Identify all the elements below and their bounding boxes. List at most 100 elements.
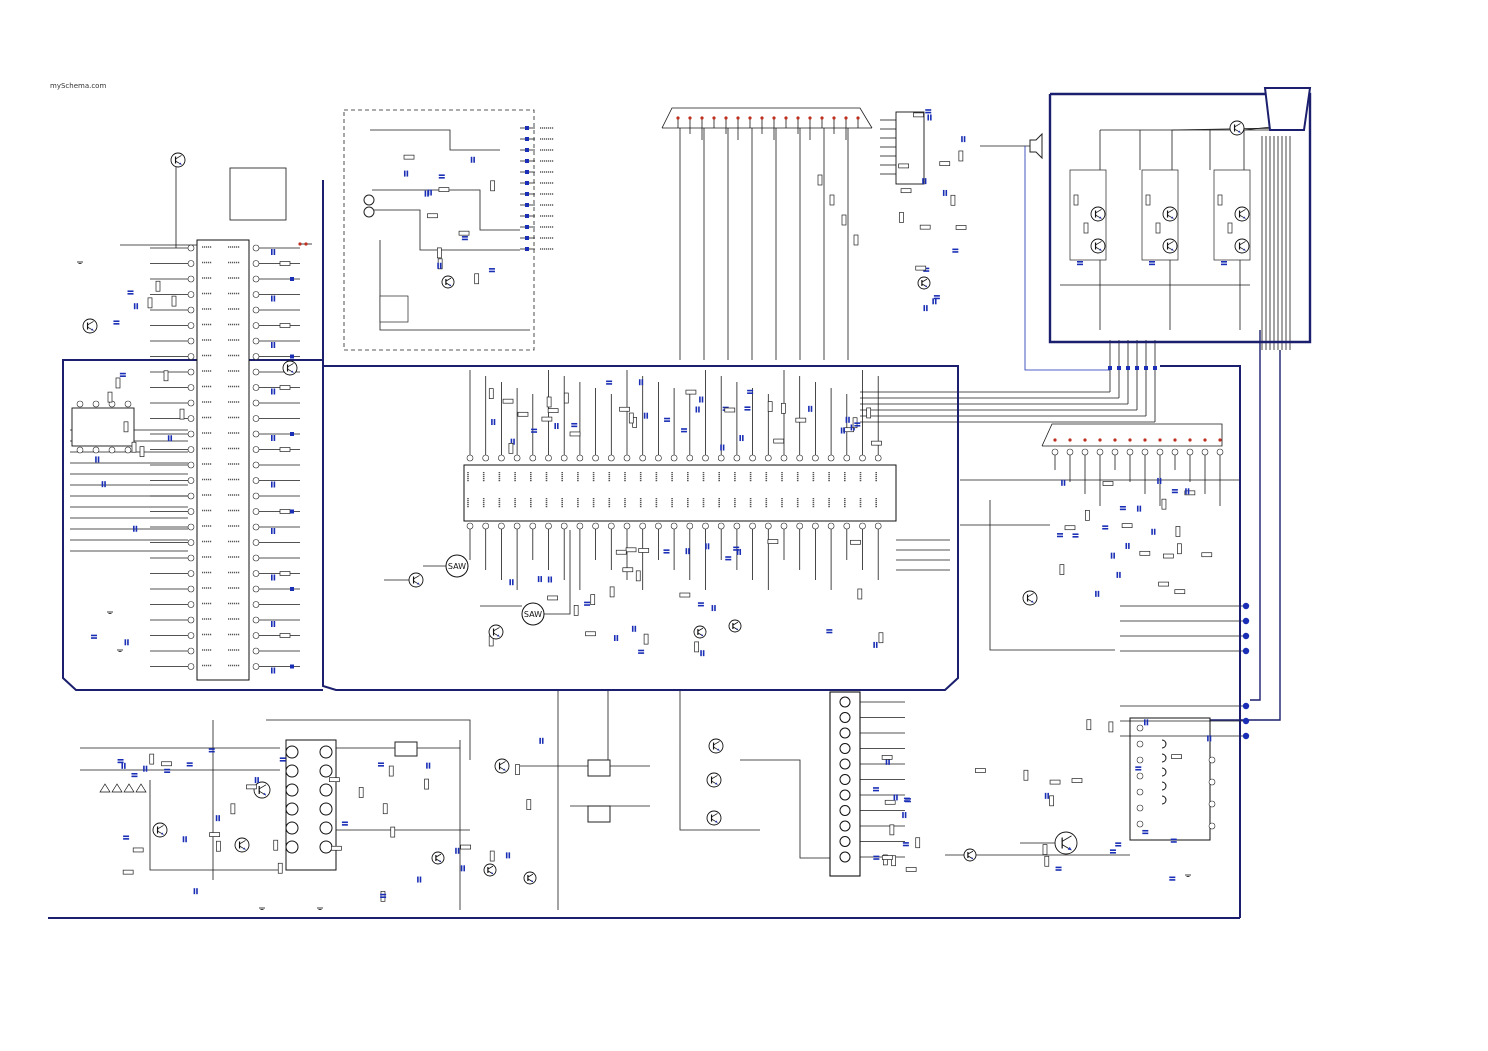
- capacitor-plate: [182, 836, 185, 843]
- capacitor-plate: [123, 838, 130, 840]
- capacitor-icon: [720, 444, 725, 451]
- resistor-body: [853, 234, 859, 246]
- ic-pin: [482, 522, 490, 530]
- ic-pin: [529, 522, 537, 530]
- capacitor-plate: [923, 270, 930, 272]
- resistor-icon: [1155, 222, 1161, 234]
- transistor-icon: [706, 772, 722, 788]
- capacitor-plate: [341, 821, 348, 824]
- capacitor-plate: [1185, 488, 1187, 495]
- capacitor-plate: [663, 549, 670, 551]
- ic-pin: [187, 663, 195, 670]
- ic-pin: [187, 477, 195, 484]
- resistor-body: [179, 408, 185, 420]
- capacitor-plate: [438, 174, 445, 177]
- capacitor-plate: [1119, 571, 1121, 578]
- resistor-body: [817, 174, 823, 186]
- capacitor-plate: [932, 298, 934, 305]
- resistor-body: [975, 768, 986, 773]
- capacitor-icon: [1135, 766, 1142, 771]
- capacitor-plate: [744, 406, 751, 408]
- resistor-body: [1217, 194, 1223, 206]
- transistor-arrow: [161, 832, 164, 835]
- resistor-body: [279, 447, 291, 452]
- resistor-icon: [273, 839, 279, 851]
- capacitor-plate: [808, 405, 810, 412]
- transistor-icon: [1234, 206, 1250, 222]
- av-jack-icon: [1242, 702, 1250, 710]
- node-marker: [290, 354, 294, 359]
- resistor-body: [919, 224, 931, 230]
- capacitor-plate: [638, 379, 641, 386]
- capacitor-icon: [952, 248, 959, 253]
- capacitor-plate: [540, 576, 543, 583]
- pin-marker: [760, 116, 764, 120]
- resistor-icon: [841, 214, 847, 226]
- transistor-icon: [917, 276, 931, 290]
- ic-pin: [187, 554, 195, 562]
- capacitor-plate: [185, 836, 187, 843]
- capacitor-icon: [1115, 842, 1122, 847]
- resistor-icon: [871, 440, 882, 446]
- capacitor-plate: [547, 576, 550, 583]
- resistor-body: [1044, 855, 1050, 867]
- capacitor-plate: [417, 876, 419, 883]
- capacitor-plate: [428, 762, 431, 769]
- capacitor-icon: [437, 262, 442, 269]
- resistor-body: [955, 225, 967, 230]
- capacitor-plate: [643, 412, 646, 419]
- capacitor-plate: [873, 858, 880, 860]
- resistor-icon: [795, 417, 807, 423]
- capacitor-plate: [461, 238, 468, 241]
- resistor-icon: [1121, 523, 1133, 528]
- capacitor-icon: [1221, 261, 1227, 266]
- ic-pin: [623, 454, 631, 462]
- connector-pin: [839, 743, 851, 754]
- capacitor-plate: [952, 251, 959, 253]
- resistor-icon: [773, 438, 785, 444]
- capacitor-plate: [571, 425, 578, 428]
- capacitor-plate: [91, 637, 98, 639]
- capacitor-plate: [127, 290, 134, 293]
- transistor-icon: [1090, 238, 1106, 254]
- saw-filter-icon: SAW: [445, 554, 469, 578]
- capacitor-plate: [95, 456, 97, 463]
- resistor-body: [230, 803, 236, 815]
- transformer-coil: [1161, 795, 1167, 805]
- capacitor-plate: [1139, 505, 1142, 512]
- capacitor-plate: [1159, 477, 1162, 484]
- capacitor-plate: [945, 189, 948, 196]
- capacitor-icon: [923, 305, 928, 312]
- resistor-body: [107, 391, 113, 403]
- connector-pin: [839, 712, 851, 723]
- transformer-icon: [1129, 717, 1211, 841]
- transformer-coil: [1161, 753, 1167, 763]
- saw-body: [445, 554, 469, 578]
- resistor-icon: [171, 295, 177, 307]
- capacitor-plate: [271, 342, 273, 348]
- ic-pin: [592, 454, 599, 462]
- node-marker: [525, 159, 529, 163]
- resistor-icon: [609, 586, 615, 598]
- resistor-icon: [1073, 194, 1079, 206]
- capacitor-plate: [701, 396, 704, 403]
- capacitor-icon: [685, 548, 690, 555]
- capacitor-plate: [271, 388, 273, 395]
- pin-marker: [1143, 438, 1147, 442]
- ic-pin: [843, 454, 851, 462]
- resistor-body: [437, 247, 442, 259]
- resistor-body: [216, 840, 221, 852]
- transistor-icon: [963, 848, 977, 862]
- node-marker: [525, 137, 529, 141]
- transistor-body: [917, 276, 931, 290]
- ic-pin: [1216, 448, 1224, 456]
- transistor-collector: [1239, 209, 1246, 214]
- node-marker: [525, 126, 529, 130]
- capacitor-icon: [1116, 571, 1121, 578]
- ic-pin: [187, 368, 195, 376]
- transistor-body: [1234, 206, 1250, 222]
- capacitor-icon: [1170, 838, 1177, 843]
- transistor-arrow: [735, 628, 738, 630]
- crt-socket-icon: [1263, 87, 1312, 131]
- transistor-body: [1090, 238, 1106, 254]
